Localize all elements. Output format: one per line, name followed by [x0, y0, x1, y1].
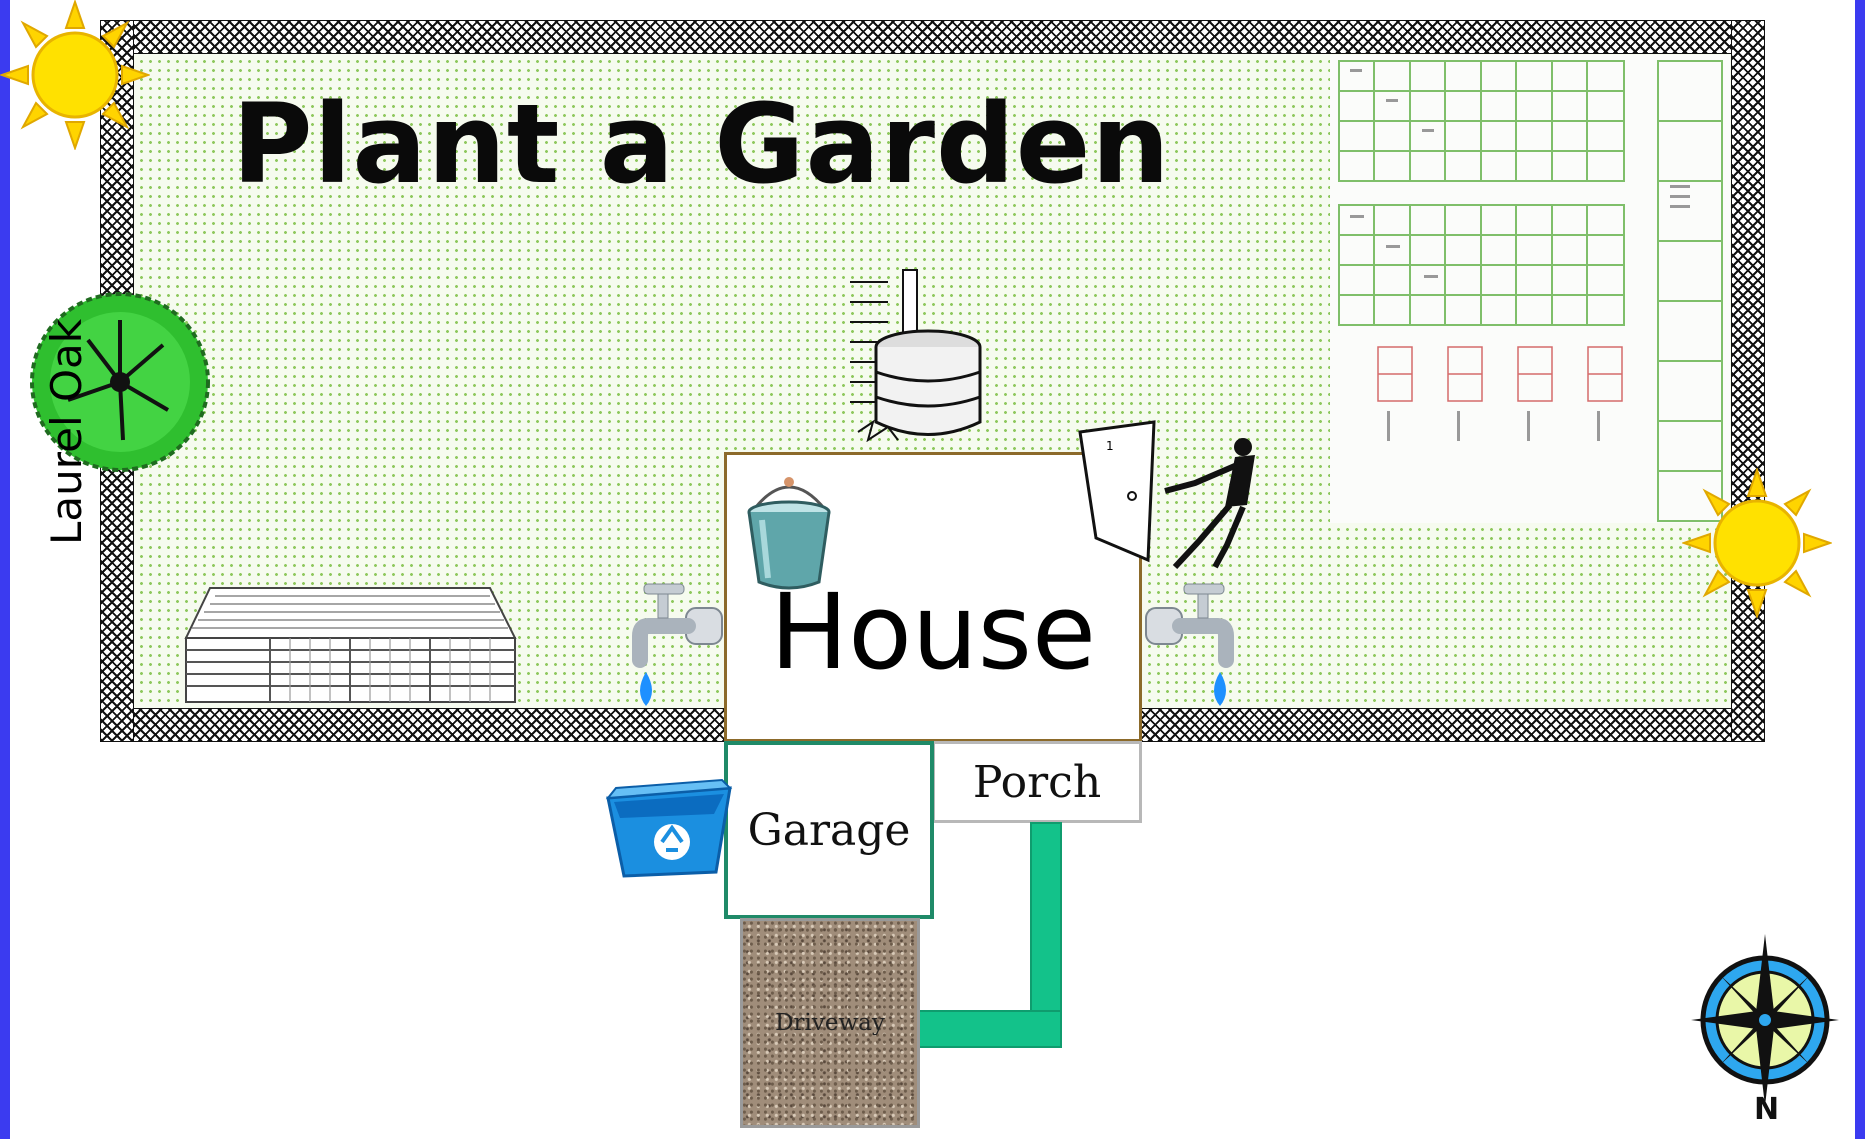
rain-barrel-icon: [848, 262, 988, 446]
porch-label: Porch: [972, 756, 1102, 808]
svg-text:1: 1: [1106, 439, 1114, 453]
garage-label: Garage: [747, 804, 911, 856]
person-pulling-door-icon: [1155, 435, 1275, 574]
compass-rose-icon: [1690, 932, 1840, 1106]
door-icon: 1: [1078, 420, 1158, 569]
house-label: House: [770, 571, 1096, 693]
water-faucet-icon: [1140, 580, 1240, 714]
garage: Garage: [724, 741, 934, 919]
sun-icon: [1680, 466, 1834, 622]
driveway: Driveway: [740, 918, 920, 1128]
fence-right: [1731, 20, 1765, 742]
compass-north-label: N: [1754, 1092, 1780, 1127]
tree-icon: [28, 290, 213, 479]
driveway-label: Driveway: [775, 1010, 885, 1036]
left-frame-bar: [0, 0, 10, 1139]
bucket-icon: [742, 470, 837, 599]
fence-top: [100, 20, 1765, 54]
sun-icon: [0, 0, 152, 154]
tree-label: Laurel Oak: [42, 318, 91, 545]
right-frame-bar: [1855, 0, 1865, 1139]
house: House: [724, 452, 1142, 742]
water-faucet-icon: [628, 580, 728, 714]
page-title: Plant a Garden: [232, 80, 1171, 208]
garden-plan-sheet: [1330, 55, 1730, 523]
compost-bin-icon: [180, 578, 520, 712]
porch: Porch: [932, 741, 1142, 823]
recycle-bin-icon: [604, 776, 734, 885]
walkway-horizontal: [918, 1010, 1062, 1048]
